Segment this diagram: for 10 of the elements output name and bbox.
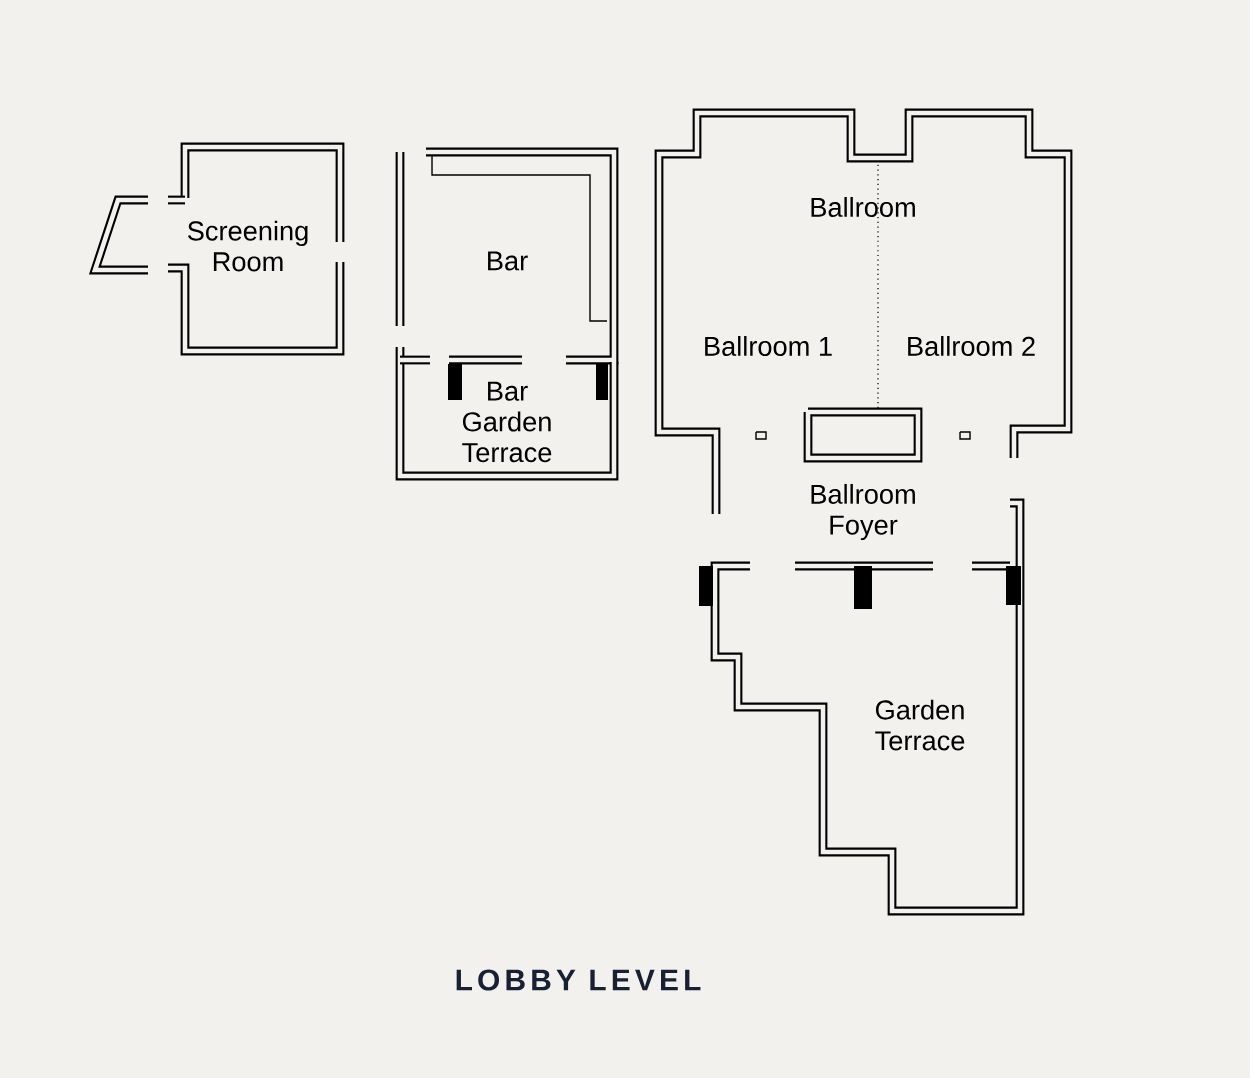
room-outline: Screening Room (88, 142, 345, 356)
node-label: Garden Terrace (875, 699, 965, 751)
node-label: Ballroom (811, 197, 915, 218)
room-outline: Bar (395, 147, 619, 365)
title: LOBBY LEVEL (456, 969, 701, 991)
room-outline: Ballroom 1 (705, 336, 832, 356)
room-outline: Ballroom 2 (908, 336, 1035, 356)
room-outline: Ballroom Foyer (811, 483, 915, 541)
room-outline: Bar Garden Terrace (395, 347, 619, 481)
node-label: Bar Garden Terrace (462, 381, 552, 463)
